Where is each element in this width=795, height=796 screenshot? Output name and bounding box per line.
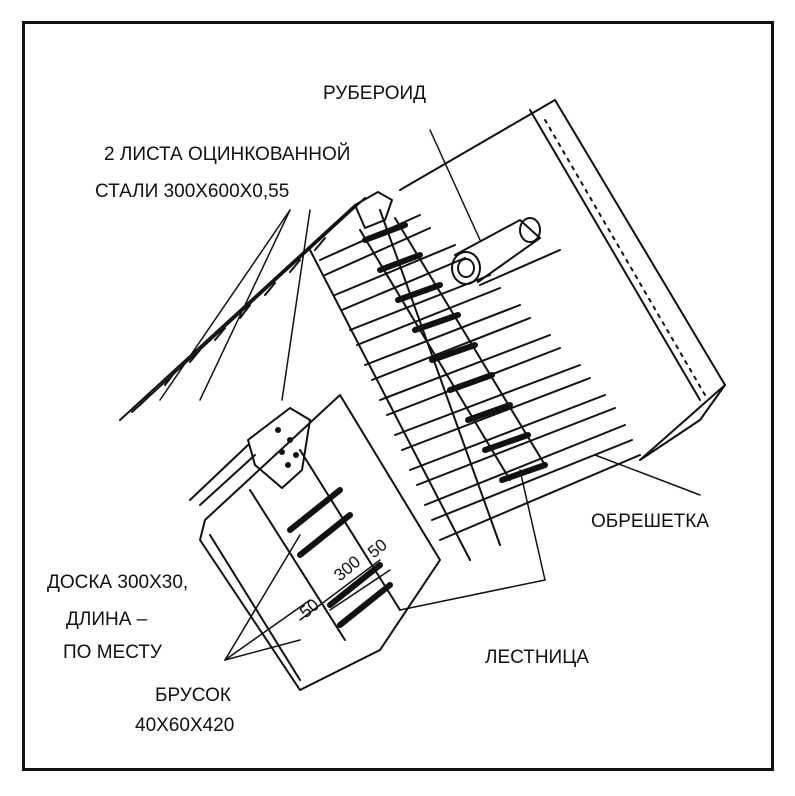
label-roofing-felt: РУБЕРОИД [323,83,427,104]
roofing-felt-roll [451,217,561,286]
label-bar-line1: БРУСОК [155,685,231,706]
label-board-line3: ПО МЕСТУ [63,642,162,663]
label-board-line2: ДЛИНА – [66,609,148,630]
label-bar-line2: 40Х60Х420 [135,715,235,736]
leader-lines [159,129,701,661]
ladder-upper [359,217,548,483]
label-galvanized-line1: 2 ЛИСТА ОЦИНКОВАННОЙ [104,144,351,165]
label-ladder: ЛЕСТНИЦА [485,647,589,668]
label-sheathing: ОБРЕШЕТКА [591,511,710,532]
drawing-frame [22,21,774,771]
label-board-line1: ДОСКА 300Х30, [47,572,189,593]
label-galvanized-line2: СТАЛИ 300Х600Х0,55 [95,181,290,202]
lower-detail [189,394,441,691]
